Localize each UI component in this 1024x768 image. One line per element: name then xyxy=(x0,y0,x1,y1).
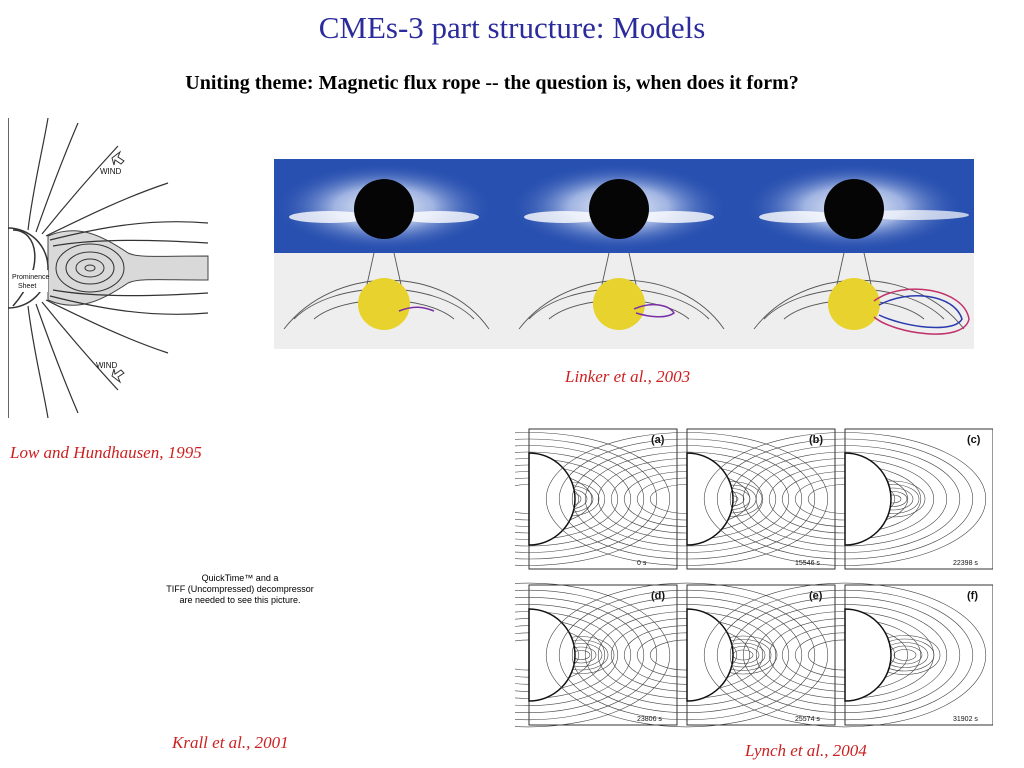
lynch-panel-time: 23806 s xyxy=(637,716,662,723)
linker-simulation-image xyxy=(274,159,974,349)
lynch-panel-label: (e) xyxy=(809,590,823,602)
low-hundhausen-diagram: WIND WIND Prominence Sheet xyxy=(8,118,226,418)
lynch-panel-time: 0 s xyxy=(637,560,647,567)
lynch-panel-time: 22398 s xyxy=(953,560,978,567)
lynch-panel-label: (c) xyxy=(967,434,981,446)
lynch-panel-grid: (a) 0 s(b)15546 s (c) 22398 s (d) 23806 s (e) 2… xyxy=(515,425,993,737)
citation-krall: Krall et al., 2001 xyxy=(172,733,289,752)
quicktime-placeholder: QuickTime™ and a TIFF (Uncompressed) dec… xyxy=(140,573,340,606)
quicktime-line-3: are needed to see this picture. xyxy=(179,595,301,605)
lynch-panel: (a) 0 s xyxy=(515,428,678,570)
citation-low-hundhausen: Low and Hundhausen, 1995 xyxy=(10,443,202,462)
lynch-panel-label: (f) xyxy=(967,590,978,602)
lynch-panel-time: 31902 s xyxy=(953,716,978,723)
lynch-panel-label: (a) xyxy=(651,434,665,446)
lynch-panel: (e) 25574 s xyxy=(545,582,836,728)
lynch-panel: (f) 31902 s xyxy=(703,582,993,728)
slide-subtitle: Uniting theme: Magnetic flux rope -- the… xyxy=(185,72,799,94)
sheet-label: Sheet xyxy=(18,283,36,290)
prominence-label: Prominence xyxy=(12,274,49,281)
lynch-panel-time: 25574 s xyxy=(795,716,820,723)
wind-bottom-label: WIND xyxy=(96,361,118,370)
lynch-panel: (b)15546 s xyxy=(545,428,836,570)
lynch-panel-label: (d) xyxy=(651,590,665,602)
citation-linker: Linker et al., 2003 xyxy=(565,367,691,386)
citation-lynch: Lynch et al., 2004 xyxy=(745,741,867,760)
lynch-panel: (d) 23806 s xyxy=(515,582,678,728)
lynch-panel: (c) 22398 s xyxy=(703,428,993,570)
lynch-panel-label: (b) xyxy=(809,434,823,446)
quicktime-line-1: QuickTime™ and a xyxy=(201,573,279,583)
wind-top-label: WIND xyxy=(100,167,122,176)
quicktime-line-2: TIFF (Uncompressed) decompressor xyxy=(166,584,314,594)
slide-title: CMEs-3 part structure: Models xyxy=(318,10,706,45)
